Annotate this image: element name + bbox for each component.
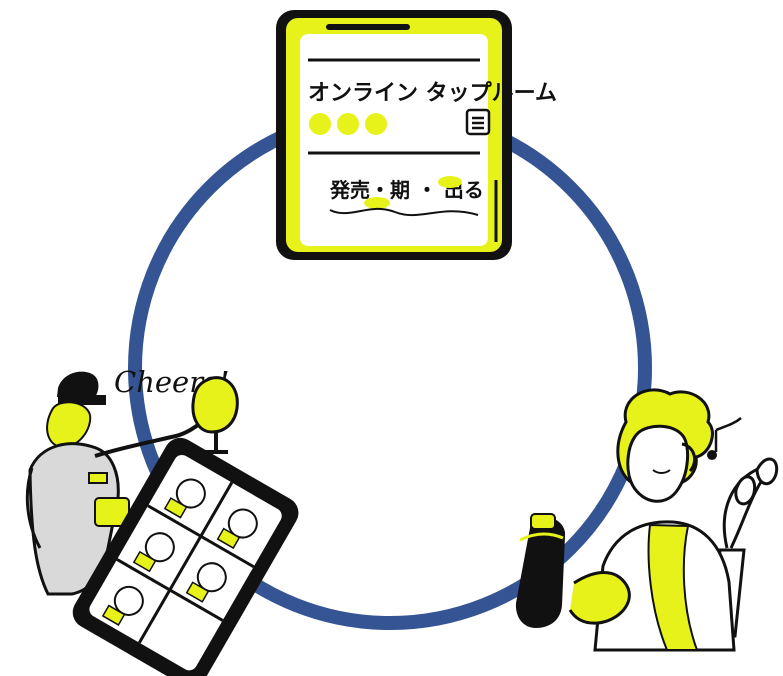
- left-scene: Cheers!: [27, 365, 304, 676]
- phone-dot-1: [309, 113, 331, 135]
- plant-leaf-2: [736, 477, 755, 504]
- phone-speaker: [326, 24, 410, 30]
- drink-bottle-cap: [531, 514, 555, 529]
- beer-glass-bowl: [193, 378, 237, 432]
- phone-dot-3: [365, 113, 387, 135]
- bartender-head: [47, 402, 90, 447]
- phone-scribble-highlight-2: [438, 176, 462, 188]
- bartender-badge: [89, 473, 107, 483]
- menu-icon[interactable]: [467, 110, 489, 134]
- phone-title: オンライン タップルーム: [308, 81, 557, 106]
- plant-leaf-1: [757, 459, 777, 484]
- bartender-hat: [57, 372, 98, 397]
- music-note-head: [707, 450, 717, 460]
- music-note-flag: [716, 418, 741, 430]
- person-face: [628, 426, 688, 501]
- top-phone: オンライン タップルーム 発売・期 ・ 出る: [276, 10, 557, 260]
- right-scene: [516, 390, 777, 650]
- phone-dot-2: [337, 113, 359, 135]
- phone-scribble-highlight-1: [364, 197, 390, 209]
